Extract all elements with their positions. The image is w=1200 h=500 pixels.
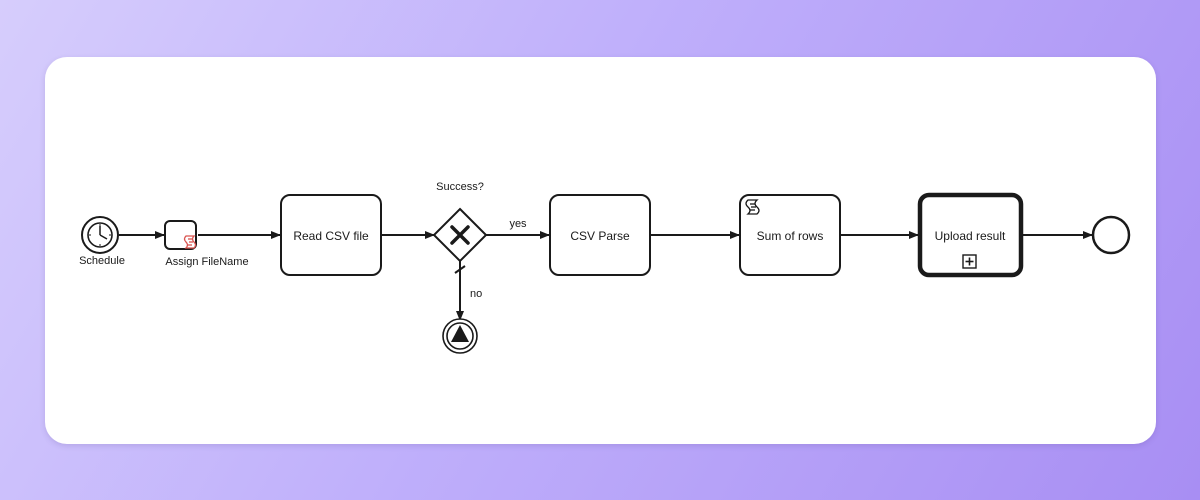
sum-of-rows-task[interactable]: Sum of rows xyxy=(739,194,841,276)
timer-start-label: Schedule xyxy=(79,255,125,267)
escalation-end-event[interactable] xyxy=(442,318,478,354)
upload-result-label: Upload result xyxy=(935,229,1006,243)
csv-parse-label: CSV Parse xyxy=(570,229,630,243)
expand-plus-icon[interactable] xyxy=(962,254,977,269)
exclusive-gateway[interactable] xyxy=(432,207,488,263)
script-icon xyxy=(183,235,197,249)
read-csv-task[interactable]: Read CSV file xyxy=(280,194,382,276)
sum-of-rows-label: Sum of rows xyxy=(757,229,824,243)
default-flow-marker xyxy=(454,265,466,274)
flow-yes-label: yes xyxy=(509,218,527,230)
script-icon xyxy=(745,199,760,215)
triangle-icon xyxy=(451,325,469,342)
end-event[interactable] xyxy=(1091,215,1131,255)
upload-result-subprocess[interactable]: Upload result xyxy=(917,192,1024,278)
clock-icon xyxy=(87,222,113,248)
sequence-flows xyxy=(119,231,1093,321)
gateway-label: Success? xyxy=(436,181,484,193)
read-csv-label: Read CSV file xyxy=(293,229,369,243)
csv-parse-task[interactable]: CSV Parse xyxy=(549,194,651,276)
timer-start-event[interactable] xyxy=(81,216,119,254)
x-icon xyxy=(450,225,470,245)
assign-filename-task[interactable] xyxy=(164,220,197,250)
assign-filename-label: Assign FileName xyxy=(165,256,248,268)
flow-no-label: no xyxy=(470,288,482,300)
